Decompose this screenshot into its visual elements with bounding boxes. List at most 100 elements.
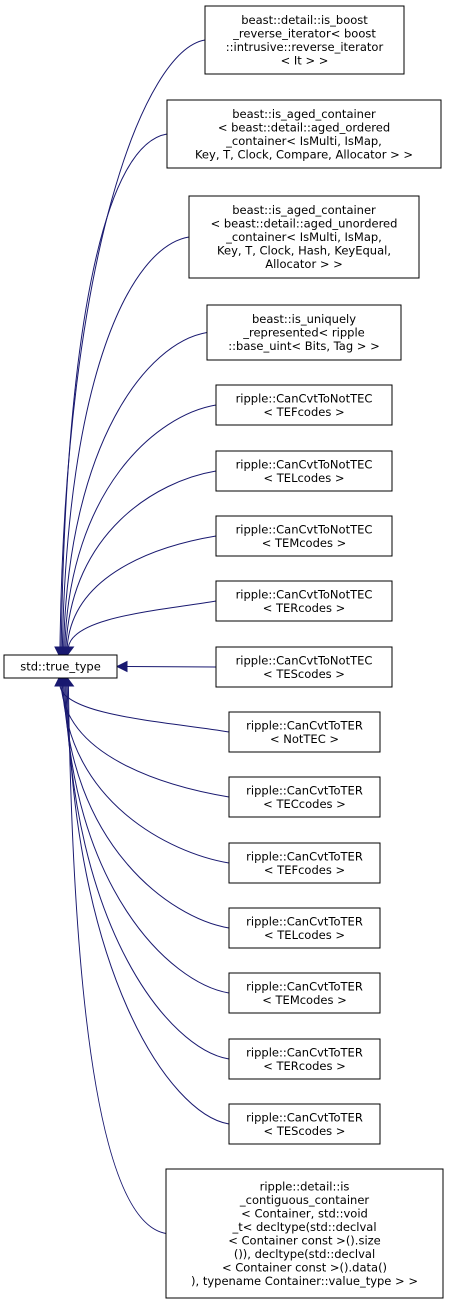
class-node-is-aged-container-ordered[interactable]: beast::is_aged_container< beast::detail:… bbox=[166, 99, 442, 169]
class-node-label-line: < Container, std::void bbox=[241, 1206, 368, 1220]
class-node-label-line: _container< IsMulti, IsMap, bbox=[225, 230, 382, 244]
inheritance-edge-cancvt-toter-tem bbox=[64, 685, 230, 994]
class-node-box bbox=[215, 384, 393, 426]
class-node-label-line: ripple::CanCvtToTER bbox=[246, 914, 363, 928]
class-node-box bbox=[215, 580, 393, 622]
inheritance-edge-cancvt-toter-tel bbox=[63, 685, 230, 929]
class-node-label-line: < TERcodes > bbox=[263, 1059, 346, 1073]
class-node-box bbox=[166, 99, 442, 169]
class-node-cancvt-toter-tel[interactable]: ripple::CanCvtToTER< TELcodes > bbox=[228, 907, 381, 949]
class-node-cancvt-toter-ter[interactable]: ripple::CanCvtToTER< TERcodes > bbox=[228, 1038, 381, 1080]
class-node-label-line: ripple::CanCvtToNotTEC bbox=[236, 457, 373, 471]
class-node-is-aged-container-unordered[interactable]: beast::is_aged_container< beast::detail:… bbox=[188, 195, 420, 279]
class-node-label-line: Allocator > > bbox=[265, 257, 343, 271]
class-node-label-line: ripple::CanCvtToTER bbox=[246, 849, 363, 863]
inheritance-edge-cancvt-tonottec-tem bbox=[66, 535, 217, 648]
class-node-label-line: < TERcodes > bbox=[263, 601, 346, 615]
inheritance-edge-cancvt-tonottec-tel bbox=[65, 470, 217, 648]
class-node-cancvt-tonottec-ter[interactable]: ripple::CanCvtToNotTEC< TERcodes > bbox=[215, 580, 393, 622]
class-node-label-line: Key, T, Clock, Compare, Allocator > > bbox=[195, 147, 413, 161]
class-node-label-line: ripple::CanCvtToTER bbox=[246, 783, 363, 797]
inheritance-edge-cancvt-toter-tec bbox=[60, 685, 230, 798]
class-node-box bbox=[228, 776, 381, 818]
class-node-label-line: < TEFcodes > bbox=[263, 405, 344, 419]
class-node-label-line: ::base_uint< Bits, Tag > > bbox=[228, 339, 379, 353]
class-node-label-line: Key, T, Clock, Hash, KeyEqual, bbox=[217, 244, 391, 258]
class-node-label-line: ripple::CanCvtToNotTEC bbox=[236, 522, 373, 536]
class-node-cancvt-tonottec-tef[interactable]: ripple::CanCvtToNotTEC< TEFcodes > bbox=[215, 384, 393, 426]
base-class-node[interactable]: std::true_type bbox=[3, 654, 118, 679]
class-node-cancvt-toter-tem[interactable]: ripple::CanCvtToTER< TEMcodes > bbox=[228, 972, 381, 1014]
inheritance-arrowhead bbox=[62, 646, 75, 656]
class-node-box bbox=[215, 450, 393, 492]
class-node-cancvt-tonottec-tes[interactable]: ripple::CanCvtToNotTEC< TEScodes > bbox=[215, 646, 393, 688]
class-node-label-line: _contiguous_container bbox=[239, 1193, 370, 1207]
class-node-box bbox=[228, 842, 381, 884]
class-node-label-line: ripple::CanCvtToTER bbox=[246, 1045, 363, 1059]
class-node-label-line: < TELcodes > bbox=[263, 471, 344, 485]
class-node-label-line: ripple::CanCvtToNotTEC bbox=[236, 587, 373, 601]
class-node-label-line: < TEScodes > bbox=[263, 667, 345, 681]
class-node-label-line: < Container const >().size bbox=[228, 1233, 381, 1247]
class-node-label-line: ripple::CanCvtToTER bbox=[246, 1110, 363, 1124]
class-node-box bbox=[228, 972, 381, 1014]
class-node-label-line: ripple::CanCvtToNotTEC bbox=[236, 653, 373, 667]
inheritance-edge-cancvt-toter-tes bbox=[66, 685, 230, 1125]
class-node-cancvt-toter-tef[interactable]: ripple::CanCvtToTER< TEFcodes > bbox=[228, 842, 381, 884]
class-node-cancvt-toter-nottec[interactable]: ripple::CanCvtToTER< NotTEC > bbox=[228, 711, 381, 753]
class-node-label-line: beast::is_uniquely bbox=[252, 312, 356, 326]
inheritance-edge-cancvt-toter-nottec bbox=[59, 685, 230, 733]
class-node-label-line: _represented< ripple bbox=[242, 326, 364, 340]
class-node-label-line: beast::detail::is_boost bbox=[241, 13, 368, 27]
class-node-box bbox=[228, 1038, 381, 1080]
class-node-label-line: ), typename Container::value_type > > bbox=[191, 1274, 418, 1288]
base-class-label: std::true_type bbox=[20, 660, 101, 674]
class-node-label-line: < It > > bbox=[281, 53, 329, 67]
class-node-label-line: < TELcodes > bbox=[264, 928, 345, 942]
class-node-label-line: < beast::detail::aged_unordered bbox=[211, 217, 398, 231]
inheritance-edge-cancvt-tonottec-ter bbox=[67, 600, 217, 648]
inheritance-edge-cancvt-toter-ter bbox=[65, 685, 230, 1060]
inheritance-edge-is-aged-container-ordered bbox=[60, 133, 168, 648]
class-node-label-line: ()), decltype(std::declval bbox=[234, 1247, 375, 1261]
class-node-box bbox=[215, 646, 393, 688]
class-node-label-line: < TECcodes > bbox=[263, 797, 346, 811]
inheritance-edges bbox=[54, 39, 230, 1234]
class-node-box bbox=[204, 5, 405, 75]
class-nodes: std::true_type beast::detail::is_boost_r… bbox=[3, 5, 444, 1299]
class-node-box bbox=[215, 515, 393, 557]
class-node-label-line: _t< decltype(std::declval bbox=[231, 1220, 376, 1234]
class-node-label-line: < NotTEC > bbox=[270, 732, 339, 746]
class-node-box bbox=[165, 1168, 444, 1299]
class-node-label-line: beast::is_aged_container bbox=[232, 203, 376, 217]
class-node-box bbox=[228, 711, 381, 753]
class-node-box bbox=[228, 1103, 381, 1145]
class-node-is-contiguous-container[interactable]: ripple::detail::is_contiguous_container<… bbox=[165, 1168, 444, 1299]
class-node-is-uniquely-represented[interactable]: beast::is_uniquely_represented< ripple::… bbox=[206, 304, 402, 361]
class-node-label-line: _container< IsMulti, IsMap, bbox=[225, 134, 382, 148]
class-node-cancvt-tonottec-tem[interactable]: ripple::CanCvtToNotTEC< TEMcodes > bbox=[215, 515, 393, 557]
inheritance-edge-is-contiguous-container bbox=[67, 685, 167, 1234]
class-node-label-line: < Container const >().data() bbox=[222, 1260, 387, 1274]
inheritance-edge-is-uniquely-represented bbox=[63, 332, 208, 648]
class-node-cancvt-toter-tec[interactable]: ripple::CanCvtToTER< TECcodes > bbox=[228, 776, 381, 818]
class-node-cancvt-tonottec-tel[interactable]: ripple::CanCvtToNotTEC< TELcodes > bbox=[215, 450, 393, 492]
inheritance-edge-cancvt-tonottec-tes bbox=[126, 666, 217, 668]
class-node-label-line: ripple::CanCvtToTER bbox=[246, 718, 363, 732]
class-node-label-line: ripple::CanCvtToNotTEC bbox=[236, 391, 373, 405]
class-node-is-boost-reverse-iterator[interactable]: beast::detail::is_boost_reverse_iterator… bbox=[204, 5, 405, 75]
inheritance-edge-is-aged-container-unordered bbox=[61, 236, 190, 648]
class-node-box bbox=[188, 195, 420, 279]
class-node-label-line: < TEScodes > bbox=[264, 1124, 346, 1138]
class-node-label-line: < TEMcodes > bbox=[262, 993, 347, 1007]
class-node-cancvt-toter-tes[interactable]: ripple::CanCvtToTER< TEScodes > bbox=[228, 1103, 381, 1145]
class-node-label-line: < TEFcodes > bbox=[264, 863, 345, 877]
inheritance-arrowhead bbox=[62, 677, 75, 687]
class-node-label-line: ripple::detail::is bbox=[260, 1179, 350, 1193]
inheritance-arrowhead bbox=[115, 660, 128, 673]
class-node-label-line: ::intrusive::reverse_iterator bbox=[226, 40, 384, 54]
class-node-label-line: _reverse_iterator< boost bbox=[232, 26, 376, 40]
class-node-label-line: < TEMcodes > bbox=[262, 536, 347, 550]
class-node-label-line: ripple::CanCvtToTER bbox=[246, 979, 363, 993]
